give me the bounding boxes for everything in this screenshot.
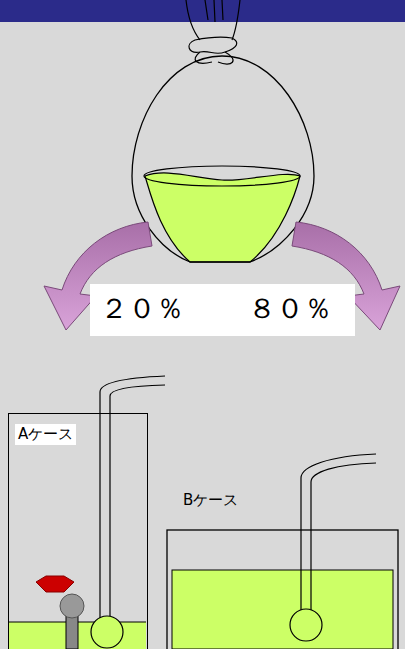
bag-rim <box>144 166 300 186</box>
b-tube-end <box>290 609 322 641</box>
percent-label: ２０％ <box>100 290 184 328</box>
bag-outline <box>132 56 314 262</box>
percent-box: ２０％ ８０％ <box>90 284 355 336</box>
percent-label: ８０％ <box>248 290 332 328</box>
case-label: Bケース <box>180 490 241 511</box>
case-label: Aケース <box>15 424 76 445</box>
hand-knot <box>186 0 240 64</box>
faucet <box>36 576 84 649</box>
b-case-outline <box>167 530 398 649</box>
case-a: Aケース <box>8 413 148 649</box>
case-b-label-box: Bケース <box>178 486 298 517</box>
b-liquid <box>172 570 393 649</box>
a-tube-end <box>91 616 123 648</box>
top-bar <box>0 0 405 22</box>
b-tube <box>301 454 376 612</box>
